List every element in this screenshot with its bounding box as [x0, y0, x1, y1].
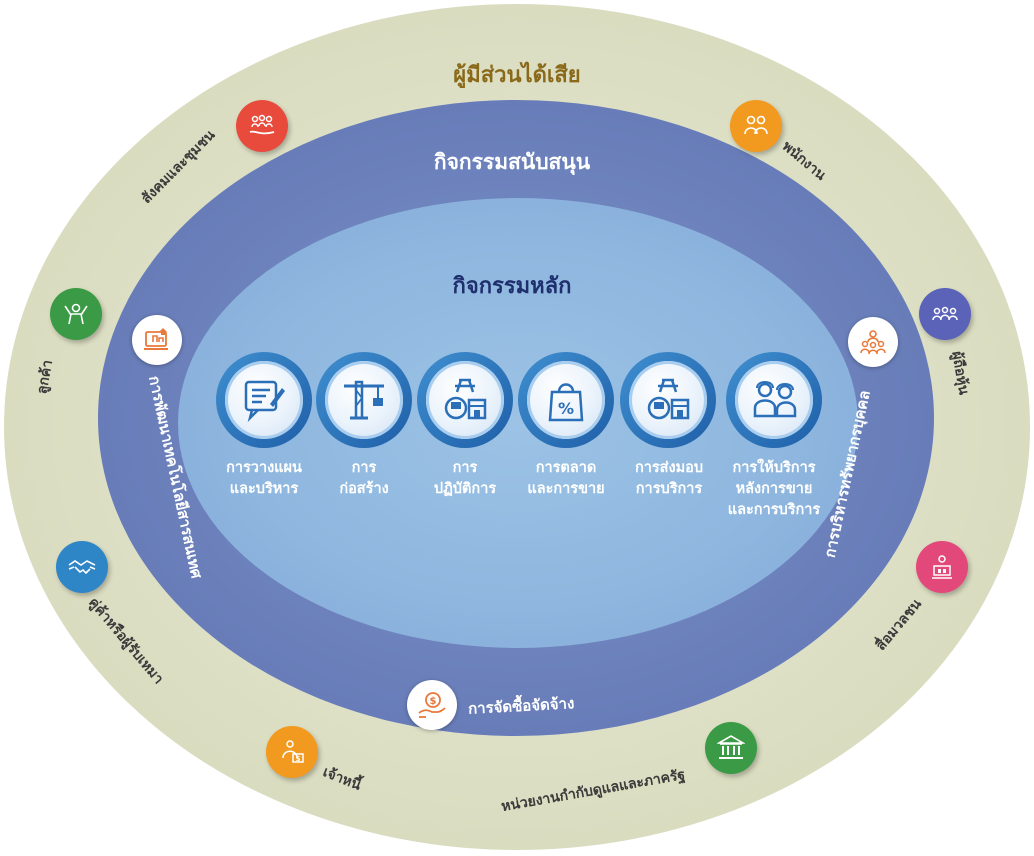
core-label-planning: การวางแผนและบริหาร — [226, 460, 302, 497]
employees-icon — [744, 115, 768, 135]
stakeholder-creditor[interactable]: $ — [266, 726, 318, 778]
handshake-icon — [68, 560, 96, 575]
creditor-icon: $ — [282, 740, 304, 763]
stakeholder-government[interactable] — [705, 722, 757, 774]
svg-text:%: % — [558, 399, 574, 418]
core-label-after-sales: การให้บริการหลังการขายและการบริการ — [727, 460, 821, 518]
marketing-bag-icon: % — [548, 383, 584, 422]
core-label-construction: การก่อสร้าง — [339, 460, 389, 497]
stakeholder-community[interactable] — [236, 100, 288, 152]
stakeholders-title: ผู้มีส่วนได้เสีย — [453, 63, 581, 88]
core-item-planning[interactable] — [216, 352, 312, 448]
train-operation-icon — [444, 378, 487, 420]
community-hands-icon — [249, 114, 275, 135]
government-building-icon — [717, 735, 745, 759]
human-resources-icon — [860, 330, 886, 355]
stakeholder-employees[interactable] — [730, 100, 782, 152]
core-label-service-delivery: การส่งมอบการบริการ — [634, 460, 704, 497]
core-item-operation[interactable] — [417, 352, 513, 448]
support-item-procurement[interactable]: $ — [407, 680, 457, 730]
core-item-marketing[interactable]: % — [518, 352, 614, 448]
core-label-marketing: การตลาดและการขาย — [527, 460, 605, 497]
service-delivery-icon — [647, 378, 690, 420]
it-development-icon — [144, 328, 168, 350]
core-activities-title: กิจกรรมหลัก — [452, 274, 572, 299]
core-item-construction[interactable] — [316, 352, 412, 448]
support-item-hr[interactable] — [848, 317, 898, 367]
media-icon — [932, 555, 952, 579]
planning-icon — [244, 380, 285, 423]
core-label-operation: การปฏิบัติการ — [433, 460, 497, 497]
shareholders-icon — [932, 306, 958, 321]
customer-icon — [64, 303, 88, 325]
core-item-service-delivery[interactable] — [620, 352, 716, 448]
stakeholder-shareholders[interactable] — [919, 288, 971, 340]
support-activities-title: กิจกรรมสนับสนุน — [433, 150, 591, 174]
after-sales-icon — [753, 381, 797, 418]
procurement-icon: $ — [418, 692, 446, 718]
svg-text:$: $ — [296, 755, 301, 763]
construction-crane-icon — [344, 380, 384, 420]
svg-text:$: $ — [430, 696, 437, 707]
support-item-it[interactable] — [132, 315, 182, 365]
stakeholder-media[interactable] — [916, 541, 968, 593]
stakeholder-customer[interactable] — [50, 288, 102, 340]
core-item-after-sales[interactable] — [726, 352, 822, 448]
stakeholder-partners[interactable] — [56, 541, 108, 593]
